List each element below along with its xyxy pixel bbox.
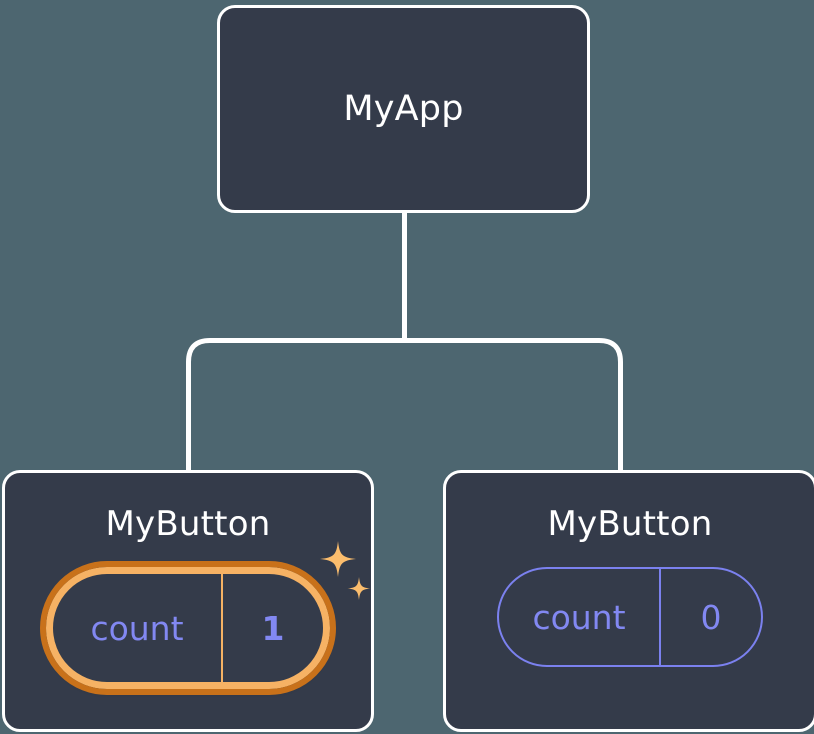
state-pill-left[interactable]: count 1 [40, 561, 336, 695]
node-root[interactable]: MyApp [217, 5, 590, 213]
sparkle-large-icon [320, 541, 356, 577]
sparkle-small-icon [347, 577, 371, 600]
state-value-label: 1 [261, 608, 285, 648]
state-pill-right-wrap: count 0 [497, 567, 763, 667]
state-pill-divider [221, 574, 223, 682]
connector-branch [186, 338, 623, 470]
state-key-label: count [90, 608, 184, 648]
node-child-left[interactable]: MyButton count 1 [2, 470, 374, 732]
state-key-label: count [532, 597, 626, 637]
sparkle-icon [320, 541, 371, 600]
state-pill-right[interactable]: count 0 [497, 567, 763, 667]
node-child-right[interactable]: MyButton count 0 [443, 470, 814, 732]
node-child-right-title: MyButton [547, 504, 713, 544]
state-pill-divider [659, 569, 661, 665]
state-value-label: 0 [700, 597, 722, 637]
state-pill-left-wrap: count 1 [40, 541, 371, 695]
node-child-left-title: MyButton [105, 504, 271, 544]
node-root-title: MyApp [343, 88, 464, 129]
